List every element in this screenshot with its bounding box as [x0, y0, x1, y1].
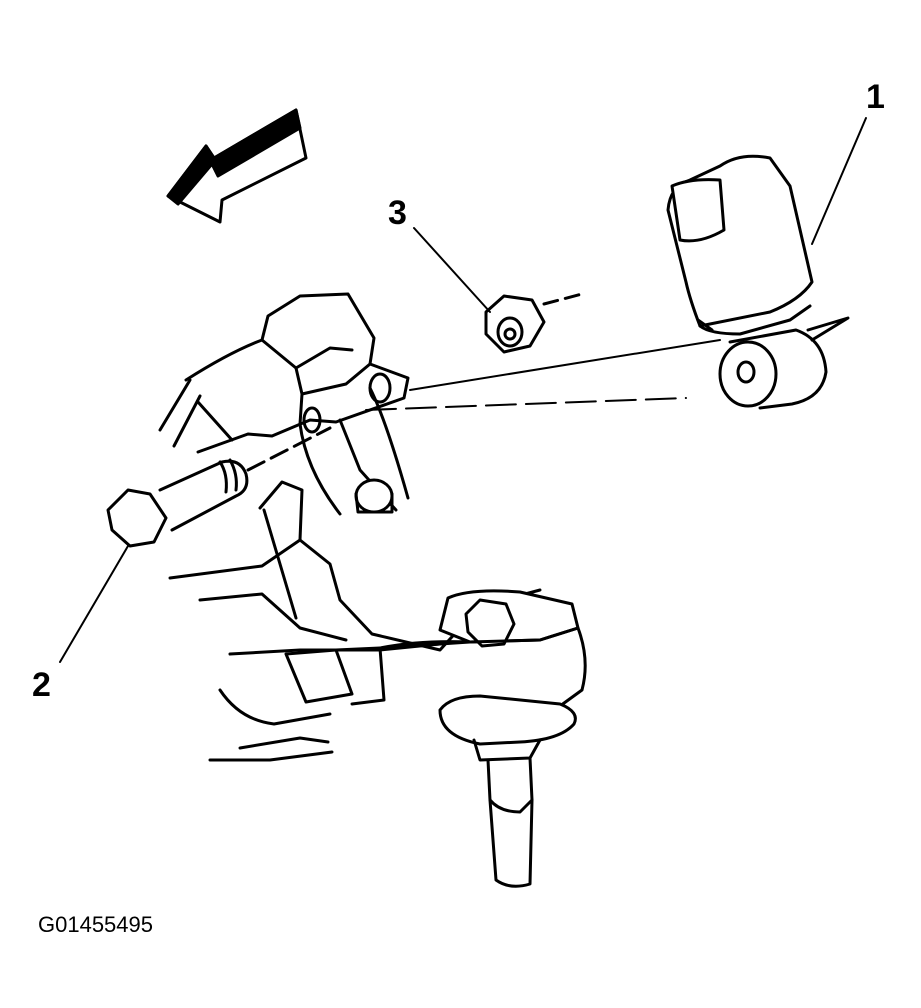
callout-leaders — [59, 117, 867, 663]
alignment-lines — [365, 339, 721, 411]
front-direction-arrow-icon — [166, 108, 308, 224]
bolt — [106, 426, 332, 548]
callout-1: 1 — [866, 78, 885, 116]
nut — [484, 292, 584, 354]
frame-mount-bracket — [158, 292, 410, 516]
ball-joint — [378, 589, 587, 888]
shock-absorber — [666, 154, 850, 410]
figure-id: G01455495 — [38, 912, 153, 937]
callout-2: 2 — [32, 666, 51, 704]
callout-3: 3 — [388, 194, 407, 232]
